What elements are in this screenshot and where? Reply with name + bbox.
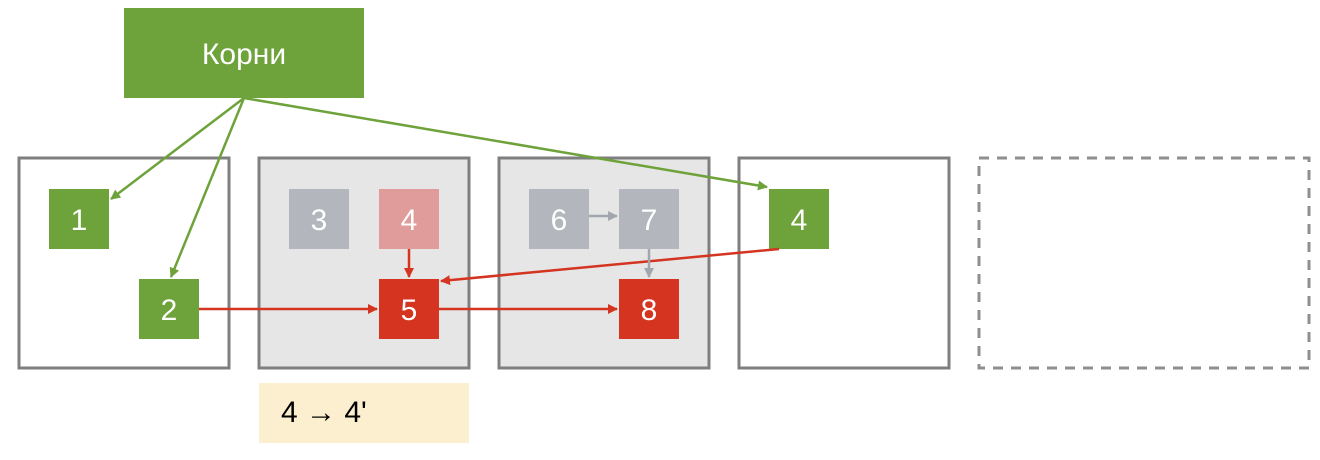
relocation-note: 4 → 4' — [259, 383, 469, 443]
arrow-4-new-to-5 — [440, 247, 780, 286]
node-2-box — [139, 279, 199, 339]
node-5-box — [379, 279, 439, 339]
node-3-label: 3 — [311, 204, 328, 237]
node-1-box — [49, 189, 109, 249]
arrow-roots-to-2 — [169, 97, 246, 278]
node-7-box — [619, 189, 679, 249]
node-7-label: 7 — [641, 204, 658, 237]
node-4-old-label: 4 — [401, 204, 418, 237]
node-5-label: 5 — [401, 294, 418, 327]
relocation-note-text: 4 → 4' — [281, 396, 367, 429]
node-4-new-box — [769, 189, 829, 249]
roots-label: Корни — [202, 38, 286, 71]
node-4-old-box — [379, 189, 439, 249]
node-8-box — [619, 279, 679, 339]
node-8-label: 8 — [641, 294, 658, 327]
arrow-roots-to-1 — [110, 97, 245, 200]
node-3-box — [289, 189, 349, 249]
region-5-empty — [977, 156, 1311, 370]
node-4-new-label: 4 — [791, 204, 808, 237]
node-2-label: 2 — [161, 294, 178, 327]
node-6-box — [529, 189, 589, 249]
roots-box — [124, 8, 364, 98]
node-1-label: 1 — [71, 204, 88, 237]
arrow-roots-to-4-new — [243, 96, 768, 191]
node-6-label: 6 — [551, 204, 568, 237]
